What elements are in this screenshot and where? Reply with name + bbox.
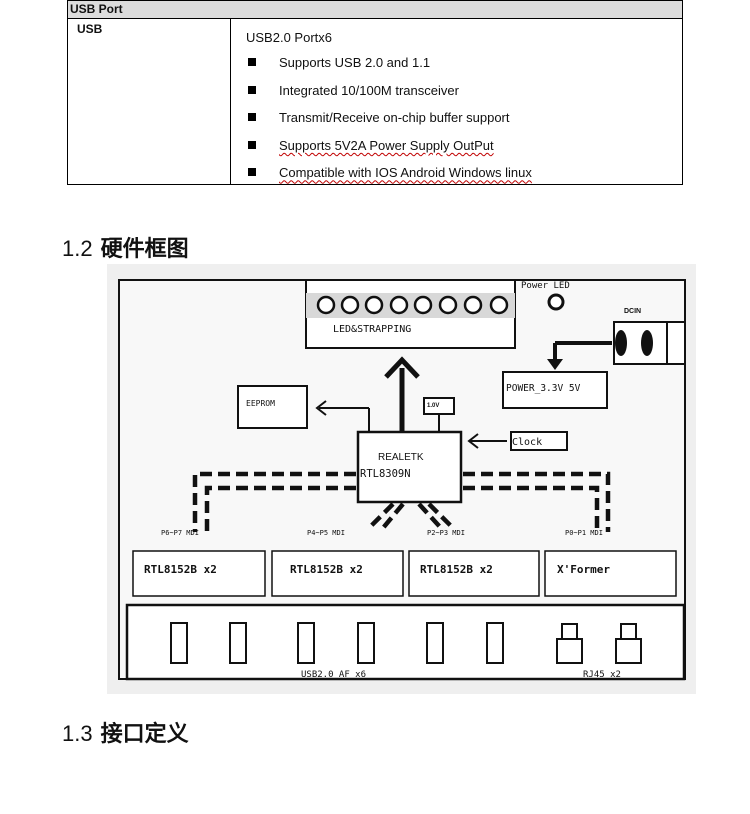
mdi-label-p6-p7: P6~P7 MDI bbox=[161, 529, 199, 537]
module-xformer bbox=[544, 550, 677, 597]
spec-table-header: USB Port bbox=[68, 1, 682, 19]
list-item: Integrated 10/100M transceiver bbox=[248, 81, 532, 109]
spec-row-label: USB bbox=[77, 22, 103, 36]
bullet-square-icon bbox=[248, 168, 256, 177]
power-led-icon bbox=[547, 293, 565, 311]
ports-area bbox=[125, 603, 686, 681]
spec-row-title: USB2.0 Portx6 bbox=[246, 30, 332, 45]
usb-ports-label: USB2.0 AF x6 bbox=[301, 670, 366, 680]
module-label: X'Former bbox=[557, 563, 610, 576]
module-label: RTL8152B x2 bbox=[420, 563, 493, 576]
chip-vendor-label: REALETK bbox=[378, 452, 424, 463]
rj45-ports-label: RJ45 x2 bbox=[583, 670, 621, 680]
bullet-square-icon bbox=[248, 85, 256, 94]
list-item: Supports 5V2A Power Supply OutPut bbox=[248, 136, 532, 164]
module-rtl8152b-3 bbox=[408, 550, 540, 597]
mdi-label-p2-p3: P2~P3 MDI bbox=[427, 529, 465, 537]
bullet-square-icon bbox=[248, 140, 256, 149]
module-rtl8152b-1 bbox=[132, 550, 266, 597]
bullet-square-icon bbox=[248, 113, 256, 122]
chip-model-label: RTL8309N bbox=[360, 468, 411, 480]
spec-feature-list: Supports USB 2.0 and 1.1 Integrated 10/1… bbox=[248, 53, 532, 191]
bullet-square-icon bbox=[248, 58, 256, 66]
list-item: Compatible with IOS Android Windows linu… bbox=[248, 163, 532, 191]
list-item: Supports USB 2.0 and 1.1 bbox=[248, 53, 532, 81]
hardware-block-diagram: LED&STRAPPING Power LED DCIN POWER_3.3V … bbox=[107, 264, 696, 694]
mdi-label-p4-p5: P4~P5 MDI bbox=[307, 529, 345, 537]
eeprom-box bbox=[237, 385, 308, 429]
module-rtl8152b-2 bbox=[271, 550, 404, 597]
voltage-1v-label: 1.0V bbox=[427, 403, 439, 409]
led-row bbox=[316, 295, 509, 315]
mdi-label-p0-p1: P0~P1 MDI bbox=[565, 529, 603, 537]
led-strapping-label: LED&STRAPPING bbox=[333, 324, 411, 335]
power-box-label: POWER_3.3V 5V bbox=[506, 383, 581, 394]
list-item: Transmit/Receive on-chip buffer support bbox=[248, 108, 532, 136]
usb-port-icons bbox=[170, 622, 504, 664]
power-led-label: Power LED bbox=[521, 281, 570, 291]
module-label: RTL8152B x2 bbox=[144, 563, 217, 576]
table-column-divider bbox=[230, 18, 231, 184]
module-label: RTL8152B x2 bbox=[290, 563, 363, 576]
power-supply-box bbox=[502, 371, 608, 409]
clock-label: Clock bbox=[512, 437, 542, 448]
realtek-chip bbox=[356, 430, 463, 504]
rj45-port-icons bbox=[556, 623, 642, 664]
clock-box bbox=[510, 431, 568, 451]
mdi-bus-lines bbox=[192, 471, 611, 532]
eeprom-label: EEPROM bbox=[246, 399, 275, 408]
usb-port-spec-table: USB Port USB USB2.0 Portx6 Supports USB … bbox=[67, 0, 683, 185]
dcin-label: DCIN bbox=[624, 308, 641, 315]
